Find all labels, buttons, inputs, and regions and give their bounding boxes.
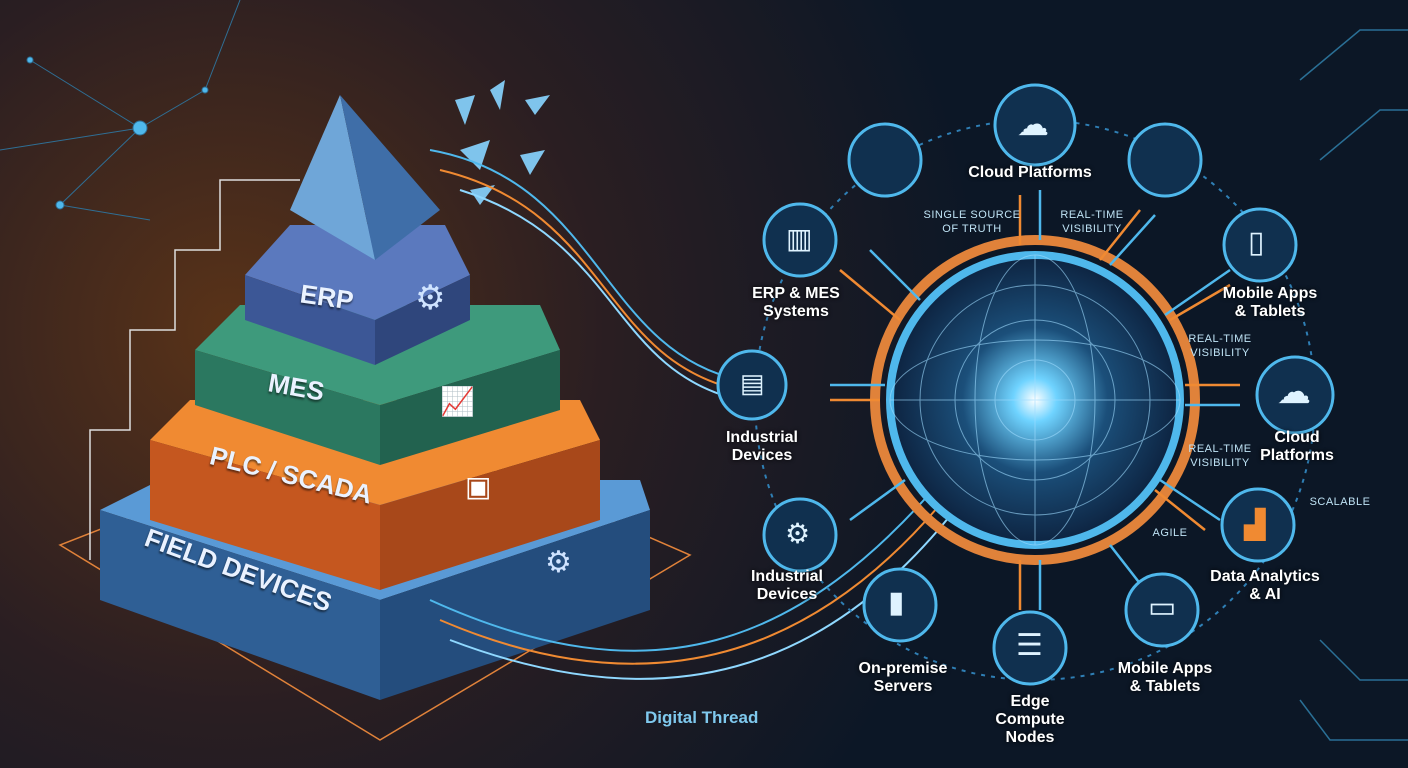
stack-icon: ☰ (1016, 629, 1043, 662)
chart-icon: ▟ (1244, 509, 1266, 540)
node-on-premise-servers: On-premise Servers (858, 660, 948, 695)
annotation-scalable: SCALABLE (1309, 496, 1371, 508)
node-industrial-devices-2: Industrial Devices (750, 568, 823, 603)
network-lines (0, 0, 241, 221)
node-cloud-platforms-top: Cloud Platforms (968, 164, 1092, 181)
node-data-analytics: Data Analytics & AI (1210, 568, 1320, 603)
gear-icon: ⚙ (415, 279, 446, 317)
annotation-realtime-1: REAL-TIME VISIBILITY (1060, 209, 1124, 235)
server-icon: ▤ (740, 368, 765, 398)
robot-arm-icon: ⚙ (785, 518, 811, 549)
gear-icon: ⚙ (545, 546, 572, 579)
shards (455, 80, 550, 205)
node-edge-compute: Edge Compute Nodes (995, 693, 1065, 746)
tablet-icon: ▭ (1148, 591, 1177, 624)
pyramid (100, 95, 650, 700)
node-cloud-platforms-right: Cloud Platforms (1260, 429, 1334, 464)
chart-icon: 📈 (440, 386, 475, 417)
phone-icon: ▯ (1248, 226, 1265, 259)
annotation-realtime-3: REAL-TIME VISIBILITY (1188, 443, 1252, 469)
annotation-single-source: SINGLE SOURCE OF TRUTH (923, 209, 1021, 235)
server-tower-icon: ▮ (888, 586, 905, 619)
monitor-icon: ▣ (465, 471, 492, 502)
node-erp-mes: ERP & MES Systems (752, 285, 840, 320)
node-mobile-apps-bottom: Mobile Apps & Tablets (1117, 660, 1213, 695)
node-industrial-devices-1: Industrial Devices (725, 429, 798, 464)
cloud-gear-icon: ☁ (1017, 106, 1049, 142)
annotation-agile: AGILE (1152, 527, 1188, 539)
node-mobile-apps-top: Mobile Apps & Tablets (1222, 285, 1318, 320)
cloud-upload-icon: ☁ (1277, 373, 1311, 411)
annotation-realtime-2: REAL-TIME VISIBILITY (1188, 333, 1252, 359)
digital-thread-label: Digital Thread (645, 708, 759, 727)
server-rack-icon: ▥ (786, 223, 813, 254)
